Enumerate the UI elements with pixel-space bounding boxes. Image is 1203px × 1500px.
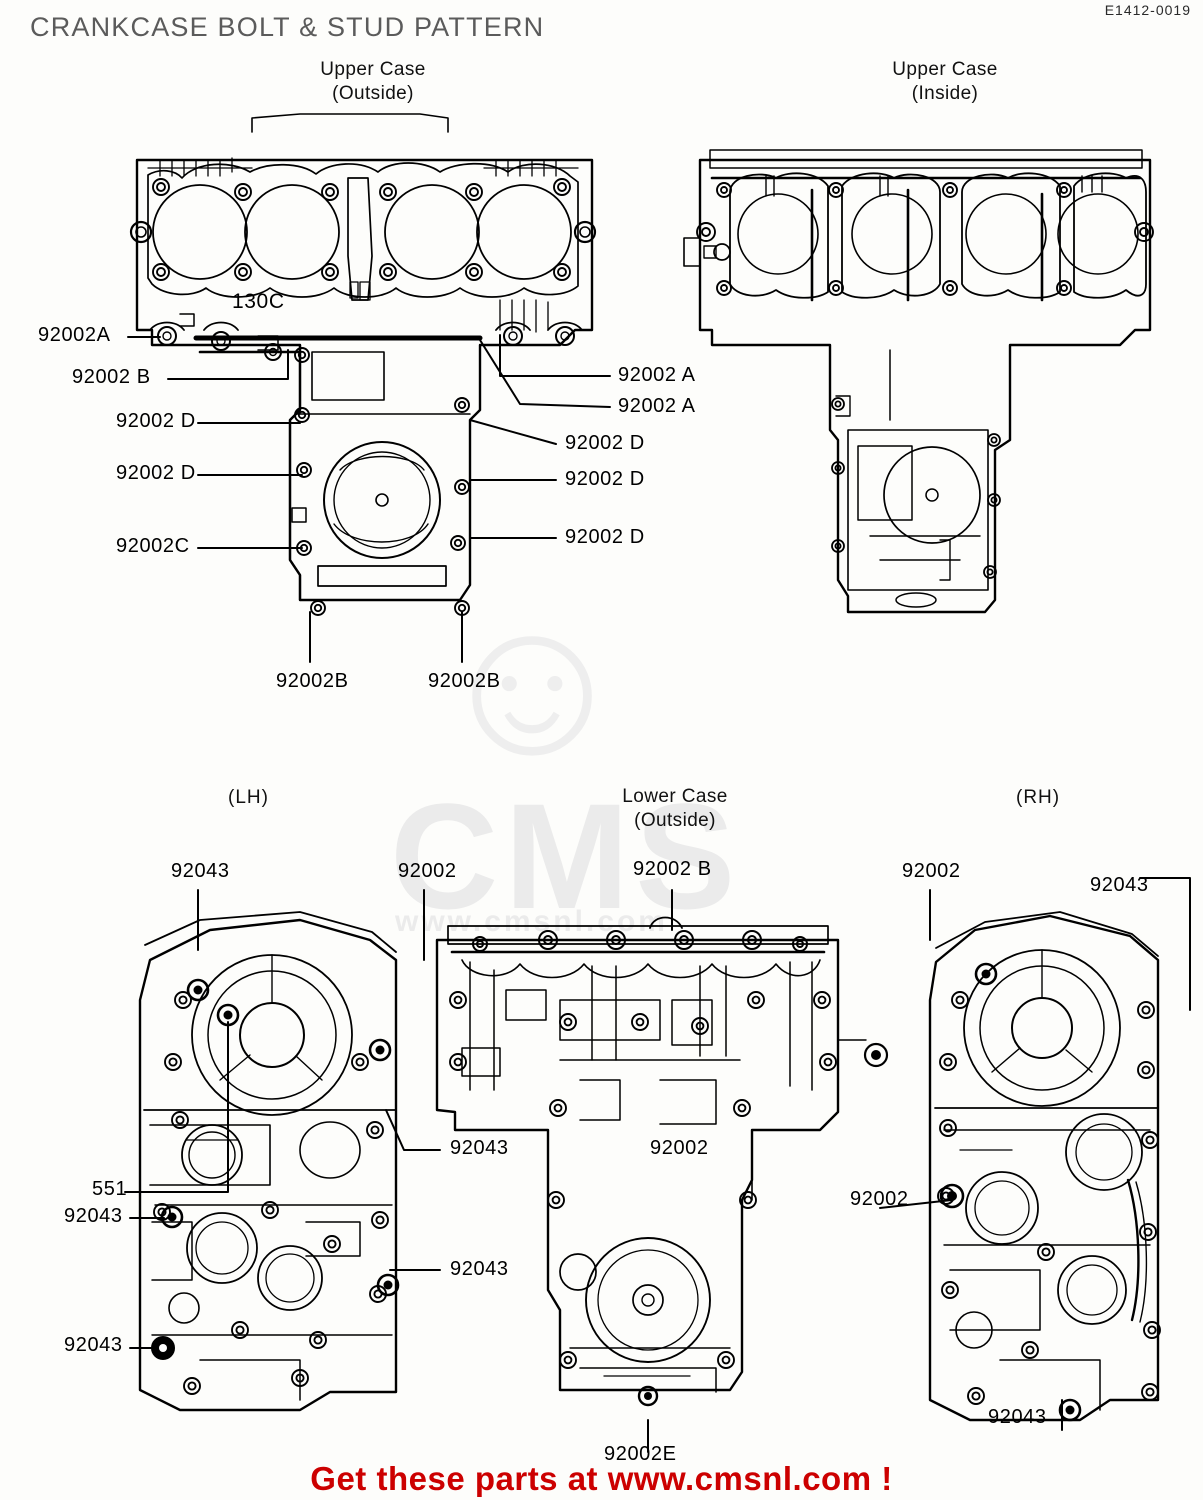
watermark-brand: CMS <box>390 772 742 940</box>
callout-92043-lower-right[interactable]: 92043 <box>988 1406 1047 1428</box>
callout-92002-lower-top-1[interactable]: 92002 <box>398 860 457 882</box>
lower-case-outside-title-line1: Lower Case <box>622 786 728 807</box>
callout-92002d-upper-right-3[interactable]: 92002 D <box>565 526 645 548</box>
upper-case-outside-title-line1: Upper Case <box>320 59 426 80</box>
lower-case-outside-drawing <box>435 916 889 1407</box>
mascot-icon: ☺ <box>430 573 635 796</box>
upper-case-outside-drawing <box>129 113 597 616</box>
callout-92002b-lower-top[interactable]: 92002 B <box>633 858 712 880</box>
lower-case-lh-drawing <box>138 911 400 1412</box>
lower-case-outside-title: Lower Case (Outside) <box>560 785 790 833</box>
lower-case-outside-title-line2: (Outside) <box>634 809 716 831</box>
document-code: E1412-0019 <box>1104 2 1191 18</box>
callout-92002d-upper-left-2[interactable]: 92002 D <box>116 462 196 484</box>
footer-promo-text[interactable]: Get these parts at www.cmsnl.com ! <box>310 1460 893 1497</box>
callout-92002-lower-top-2[interactable]: 92002 <box>902 860 961 882</box>
page-title: CRANKCASE BOLT & STUD PATTERN <box>30 12 545 42</box>
upper-case-inside-title-line1: Upper Case <box>892 59 998 80</box>
callout-92043-lower-left-2[interactable]: 92043 <box>64 1334 123 1356</box>
callout-92043-lower-top-right[interactable]: 92043 <box>1090 874 1149 896</box>
callout-92002-lower-mid[interactable]: 92002 <box>650 1137 709 1159</box>
callout-92002b-upper-bottom-2[interactable]: 92002B <box>428 670 501 692</box>
upper-case-outside-title: Upper Case (Outside) <box>243 58 503 106</box>
upper-case-inside-title-line2: (Inside) <box>911 82 979 104</box>
watermark-url: www.cmsnl.com <box>395 905 668 938</box>
callout-92043-lower-mid-1[interactable]: 92043 <box>450 1137 509 1159</box>
callout-92043-lower-mid-2[interactable]: 92043 <box>450 1258 509 1280</box>
callout-92043-lower-top-left[interactable]: 92043 <box>171 860 230 882</box>
upper-case-outside-title-line2: (Outside) <box>332 82 414 104</box>
lower-case-lh-title: (LH) <box>228 787 269 808</box>
callout-92002a-upper-right-1[interactable]: 92002 A <box>618 364 696 386</box>
callout-92002b-upper-bottom-1[interactable]: 92002B <box>276 670 349 692</box>
callout-92002d-upper-right-1[interactable]: 92002 D <box>565 432 645 454</box>
callout-92002-lower-right[interactable]: 92002 <box>850 1188 909 1210</box>
callout-92002a-upper-right-2[interactable]: 92002 A <box>618 395 696 417</box>
callout-92002d-upper-left-1[interactable]: 92002 D <box>116 410 196 432</box>
callout-92002b-upper-left[interactable]: 92002 B <box>72 366 151 388</box>
callout-92002c-upper-left[interactable]: 92002C <box>116 535 190 557</box>
lower-case-rh-drawing <box>928 911 1161 1422</box>
callout-92002e-lower-bottom[interactable]: 92002E <box>604 1443 677 1465</box>
upper-case-inside-title: Upper Case (Inside) <box>815 58 1075 106</box>
callout-551-lower-left[interactable]: 551 <box>92 1178 128 1200</box>
callout-92002a-upper-left[interactable]: 92002A <box>38 324 111 346</box>
callout-92002d-upper-right-2[interactable]: 92002 D <box>565 468 645 490</box>
inline-label-130c: 130C <box>232 290 285 313</box>
upper-case-inside-drawing <box>683 149 1154 614</box>
callout-92043-lower-left-1[interactable]: 92043 <box>64 1205 123 1227</box>
lower-case-rh-title: (RH) <box>1016 787 1061 808</box>
